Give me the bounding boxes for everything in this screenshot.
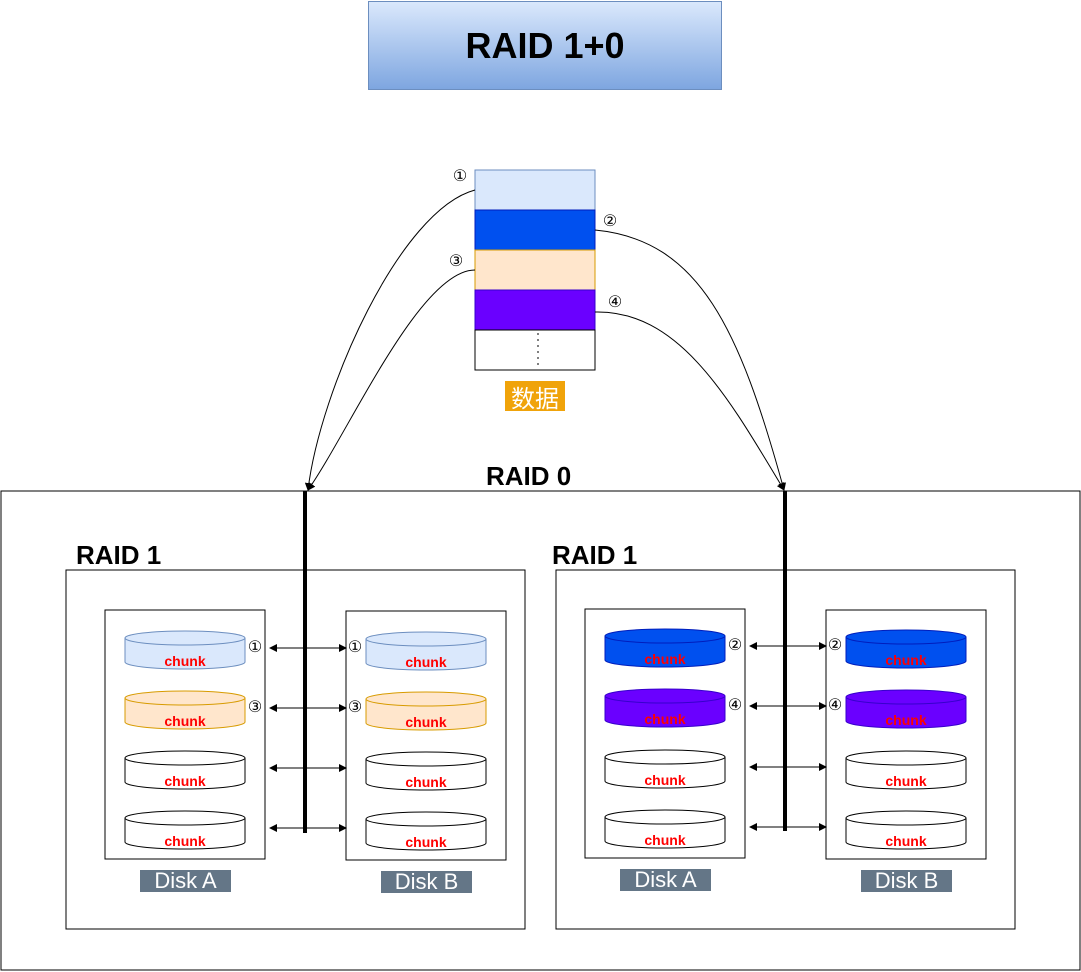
- raid1-label-left: RAID 1: [76, 540, 162, 570]
- chunk-cylinder-left-a-4: [124, 810, 246, 850]
- curve-stripe-3: [307, 269, 476, 491]
- chunk-label-left-b-4: chunk: [405, 834, 447, 850]
- chunk-label-right-b-3: chunk: [885, 773, 927, 789]
- chunk-marker-left-a-1: ①: [247, 639, 263, 656]
- chunk-marker-right-b-2: ④: [827, 697, 843, 714]
- chunk-label-right-a-1: chunk: [644, 651, 686, 667]
- chunk-marker-left-b-2: ③: [347, 699, 363, 716]
- disk-box-right-b: [825, 609, 987, 860]
- chunk-cylinder-left-a-3: [124, 750, 246, 790]
- data-label: 数据: [505, 381, 565, 413]
- curve-stripe-4: [594, 311, 785, 491]
- chunk-cylinder-top-left-b-1: [365, 638, 487, 647]
- disk-label-left-b: Disk B: [381, 869, 472, 894]
- chunk-cylinder-right-a-3: [604, 749, 726, 789]
- stripe-marker-2: ②: [602, 213, 618, 230]
- chunk-cylinder-right-a-2: [604, 688, 726, 728]
- chunk-cylinder-top-left-b-4: [365, 818, 487, 827]
- chunk-cylinder-left-a-1: [124, 630, 246, 670]
- chunk-cylinder-left-b-4: [365, 811, 487, 851]
- chunk-label-left-a-2: chunk: [164, 713, 206, 729]
- chunk-marker-right-a-2: ④: [727, 697, 743, 714]
- chunk-label-left-b-1: chunk: [405, 654, 447, 670]
- chunk-cylinder-top-left-b-2: [365, 698, 487, 707]
- chunk-cylinder-right-a-1: [604, 628, 726, 668]
- disk-label-right-a: Disk A: [620, 867, 711, 892]
- chunk-cylinder-top-right-a-3: [604, 756, 726, 765]
- chunk-cylinder-top-right-a-1: [604, 635, 726, 644]
- data-stripe-1: [474, 169, 596, 211]
- chunk-label-right-a-3: chunk: [644, 772, 686, 788]
- raid1-label-right: RAID 1: [552, 540, 638, 570]
- chunk-cylinder-left-b-1: [365, 631, 487, 671]
- chunk-marker-right-a-1: ②: [727, 637, 743, 654]
- chunk-cylinder-top-left-a-3: [124, 757, 246, 766]
- disk-label-right-b: Disk B: [861, 868, 952, 893]
- data-stripe-3: [474, 249, 596, 291]
- chunk-label-right-b-2: chunk: [885, 712, 927, 728]
- raid0-box: [0, 490, 1081, 971]
- stripe-marker-1: ①: [452, 168, 468, 185]
- chunk-cylinder-top-left-a-4: [124, 817, 246, 826]
- chunk-label-left-b-2: chunk: [405, 714, 447, 730]
- mirror-links: [269, 642, 827, 832]
- curve-stripe-2: [594, 229, 787, 491]
- chunk-cylinder-top-right-b-2: [845, 696, 967, 705]
- chunk-label-left-a-4: chunk: [164, 833, 206, 849]
- disk-box-left-b: [345, 610, 507, 861]
- chunk-marker-left-a-2: ③: [247, 699, 263, 716]
- disk-box-right-a: [584, 608, 746, 859]
- chunk-label-right-a-4: chunk: [644, 832, 686, 848]
- chunk-label-right-b-1: chunk: [885, 652, 927, 668]
- chunk-cylinder-right-b-1: [845, 629, 967, 669]
- chunk-cylinder-top-left-a-1: [124, 637, 246, 646]
- chunk-cylinder-left-b-2: [365, 691, 487, 731]
- chunk-marker-right-b-1: ②: [827, 637, 843, 654]
- stripe-marker-4: ④: [607, 294, 623, 311]
- chunk-cylinder-top-right-b-4: [845, 817, 967, 826]
- chunk-cylinder-right-b-2: [845, 689, 967, 729]
- chunk-label-left-a-1: chunk: [164, 653, 206, 669]
- chunk-label-right-a-2: chunk: [644, 711, 686, 727]
- raid1-box-left: [65, 569, 526, 930]
- chunk-cylinders: [124, 628, 967, 851]
- chunk-label-left-b-3: chunk: [405, 774, 447, 790]
- disk-box-left-a: [104, 609, 266, 860]
- chunk-cylinder-left-b-3: [365, 751, 487, 791]
- data-stripe-4: [474, 289, 596, 331]
- raid0-label: RAID 0: [486, 461, 572, 491]
- stripe-marker-3: ③: [448, 253, 464, 270]
- chunk-cylinder-right-b-4: [845, 810, 967, 850]
- chunk-cylinder-top-right-a-4: [604, 816, 726, 825]
- diagram-title: RAID 1+0: [368, 1, 722, 90]
- chunk-cylinder-top-left-a-2: [124, 697, 246, 706]
- chunk-cylinder-top-left-b-3: [365, 758, 487, 767]
- chunk-cylinder-right-a-4: [604, 809, 726, 849]
- data-stripe-rest: [474, 329, 596, 371]
- chunk-cylinder-top-right-a-2: [604, 695, 726, 704]
- curve-stripe-1: [304, 189, 476, 491]
- chunk-label-right-b-4: chunk: [885, 833, 927, 849]
- data-stripe-2: [474, 209, 596, 251]
- chunk-cylinder-top-right-b-1: [845, 636, 967, 645]
- chunk-label-left-a-3: chunk: [164, 773, 206, 789]
- disk-label-left-a: Disk A: [140, 868, 231, 893]
- chunk-marker-left-b-1: ①: [347, 639, 363, 656]
- chunk-cylinder-top-right-b-3: [845, 757, 967, 766]
- chunk-cylinder-left-a-2: [124, 690, 246, 730]
- chunk-cylinder-right-b-3: [845, 750, 967, 790]
